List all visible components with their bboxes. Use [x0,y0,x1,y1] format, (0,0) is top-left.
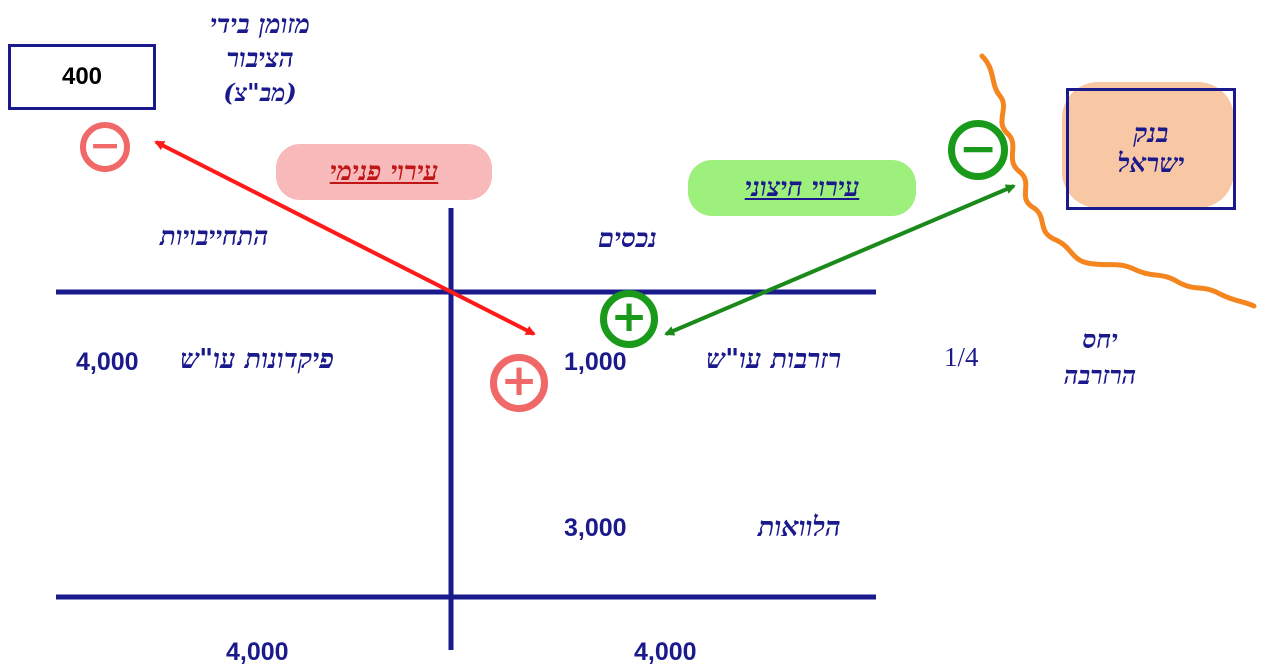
public-cash-box: 400 [8,44,156,110]
total-assets: 4,000 [634,638,697,666]
reserves-plus-sign: + [600,290,658,348]
public-cash-value: 400 [61,63,103,90]
reserve-ratio-label-line2: הרזרבה [1063,361,1137,390]
bank-highlight [1062,82,1234,208]
border-river [979,53,1257,309]
internal-flow-arrow [154,140,536,336]
public-cash-label: מזומן בידי הציבור (מב"צ) [170,8,350,110]
reserve-ratio-value: 1/4 [944,342,979,372]
total-liabilities: 4,000 [226,638,289,666]
bank-minus-sign: − [948,120,1008,180]
external-change-label: עירוי חיצוני [688,160,916,216]
external-flow-arrow [664,184,1016,336]
bank-label-line2: ישראל [1117,149,1185,179]
bank-of-israel-box: בנק ישראל [1066,88,1236,210]
reserves-value: 1,000 [564,348,627,376]
deposits-plus-sign: + [490,354,548,412]
loans-value: 3,000 [564,514,627,542]
loans-label: הלוואות [758,512,841,543]
deposits-label: פיקדונות עו"ש [180,344,335,375]
internal-change-label: עירוי פנימי [276,144,492,200]
public-cash-label-line2: הציבור [226,44,294,74]
reserves-label: רזרבות עו"ש [706,344,842,375]
bank-label-line1: בנק [1133,119,1169,149]
public-cash-label-line1: מזומן בידי [209,10,311,40]
liabilities-header: התחייבויות [160,222,269,252]
reserve-ratio-label-line1: יחס [1082,325,1118,354]
deposits-value: 4,000 [76,348,139,376]
assets-header: נכסים [598,224,657,254]
public-cash-label-line3: (מב"צ) [223,78,297,107]
public-minus-sign: − [80,122,130,172]
reserve-ratio-label: יחס הרזרבה [1040,322,1160,394]
